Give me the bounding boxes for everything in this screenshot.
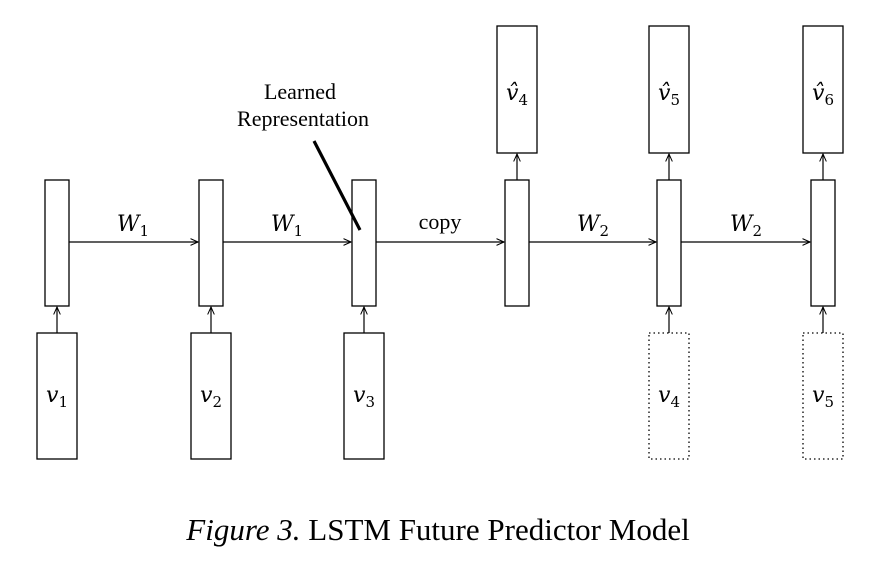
input-box-v4 — [648, 332, 690, 460]
annotation-line-2: Representation — [237, 106, 369, 131]
input-label-v3: v3 — [353, 383, 375, 411]
lstm-cell-6 — [810, 179, 836, 307]
lstm-cell-2 — [198, 179, 224, 307]
input-label-v4: v4 — [658, 383, 680, 411]
output-label-v6-hat: v̂6 — [812, 81, 834, 109]
edge-label-5: W2 — [730, 212, 762, 240]
input-box-v5 — [802, 332, 844, 460]
lstm-cell-4 — [504, 179, 530, 307]
output-label-v5-hat: v̂5 — [658, 81, 680, 109]
edge-label-2: W1 — [271, 212, 303, 240]
input-label-v1: v1 — [46, 383, 68, 411]
edge-label-4: W2 — [577, 212, 609, 240]
figure-caption: Figure 3. LSTM Future Predictor Model — [0, 512, 876, 548]
lstm-cell-1 — [44, 179, 70, 307]
output-box-v4-hat — [496, 25, 538, 154]
annotation-line-1: Learned — [264, 79, 336, 104]
input-label-v2: v2 — [200, 383, 222, 411]
annotation-pointer — [312, 140, 362, 231]
lstm-future-predictor-diagram: W1 W1 copy W2 W2 v1 v2 v3 v4 v5 v̂4 v̂5 … — [36, 25, 844, 460]
lstm-cell-3 — [351, 179, 377, 307]
output-label-v4-hat: v̂4 — [506, 81, 528, 109]
input-label-v5: v5 — [812, 383, 834, 411]
figure-title: LSTM Future Predictor Model — [308, 512, 690, 547]
edge-label-1: W1 — [117, 212, 149, 240]
output-box-v6-hat — [802, 25, 844, 154]
edge-label-copy: copy — [419, 209, 462, 234]
output-box-v5-hat — [648, 25, 690, 154]
lstm-cell-5 — [656, 179, 682, 307]
figure-label: Figure 3. — [186, 512, 301, 547]
